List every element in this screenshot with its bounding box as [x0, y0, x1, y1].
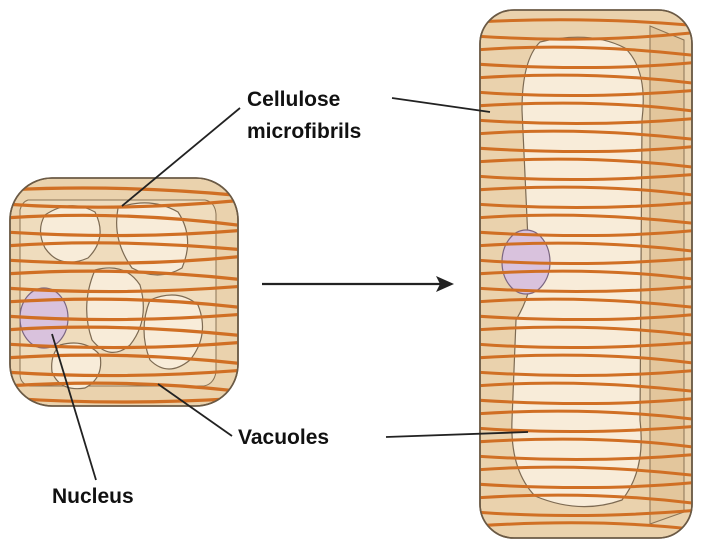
label-nucleus: Nucleus	[52, 485, 134, 508]
arrow-right-icon	[262, 276, 454, 292]
label-cellulose-line1: Cellulose	[247, 88, 340, 111]
cellulose-leader-tall	[392, 98, 490, 112]
label-vacuoles: Vacuoles	[238, 426, 329, 449]
small-cell	[5, 178, 245, 406]
elongated-cell	[475, 10, 700, 538]
label-cellulose-line2: microfibrils	[247, 120, 361, 143]
